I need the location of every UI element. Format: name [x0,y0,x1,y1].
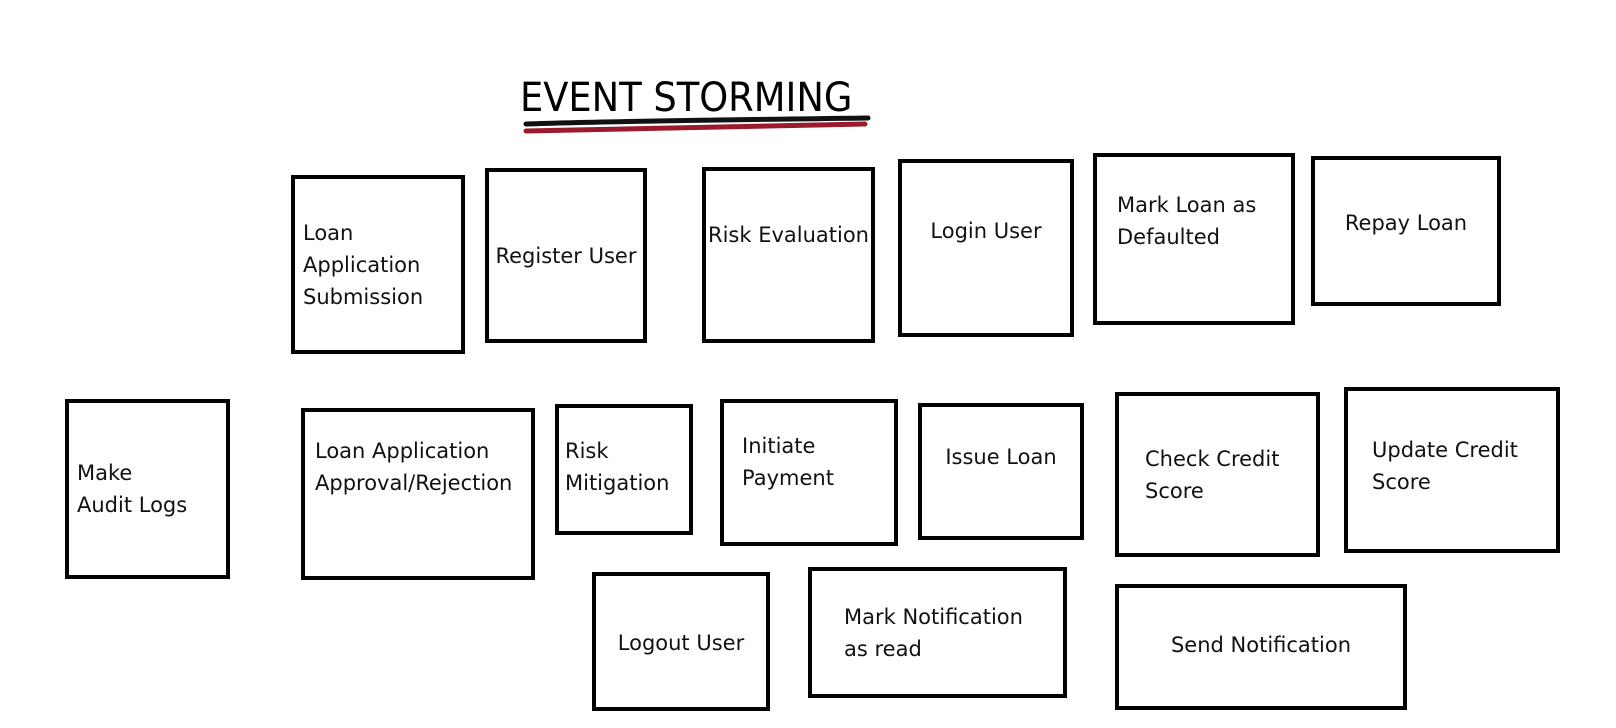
event-initiate-payment: Initiate Payment [720,399,898,546]
event-label: Register User [495,243,637,268]
event-check-credit-score: Check Credit Score [1115,392,1320,557]
event-label: Initiate Payment [742,433,834,490]
event-label: Login User [930,219,1042,243]
event-mark-notification-read: Mark Notification as read [808,567,1067,698]
event-login-user: Login User [898,159,1074,337]
event-risk-evaluation: Risk Evaluation [702,167,875,343]
event-register-user: Register User [485,168,647,343]
event-risk-mitigation: Risk Mitigation [555,404,693,535]
underline-dark-stroke [523,115,871,127]
event-loan-application-submission: Loan Application Submission [291,175,465,354]
event-label: Update Credit Score [1372,438,1518,494]
event-loan-application-approval-rejection: Loan Application Approval/Rejection [301,408,535,580]
event-send-notification: Send Notification [1115,584,1407,710]
event-update-credit-score: Update Credit Score [1344,387,1560,553]
underline-accent-stroke [523,121,868,134]
event-label: Loan Application Submission [303,220,424,309]
event-label: Risk Evaluation [707,223,869,247]
event-label: Send Notification [1170,633,1352,657]
event-label: Repay Loan [1344,211,1468,235]
event-label: Mark Notification as read [844,604,1023,661]
event-label: Make Audit Logs [77,461,188,517]
title-underline [523,115,871,134]
event-logout-user: Logout User [592,572,770,711]
event-label: Issue Loan [945,444,1057,469]
event-label: Loan Application Approval/Rejection [315,439,513,495]
event-issue-loan: Issue Loan [918,403,1084,540]
event-make-audit-logs: Make Audit Logs [65,399,230,579]
event-label: Mark Loan as Defaulted [1117,193,1257,249]
event-label: Check Credit Score [1145,446,1280,503]
event-mark-loan-defaulted: Mark Loan as Defaulted [1093,153,1295,325]
event-label: Risk Mitigation [565,438,670,495]
event-label: Logout User [617,630,745,655]
diagram-title: EVENT STORMING [520,75,853,121]
event-repay-loan: Repay Loan [1311,156,1501,306]
